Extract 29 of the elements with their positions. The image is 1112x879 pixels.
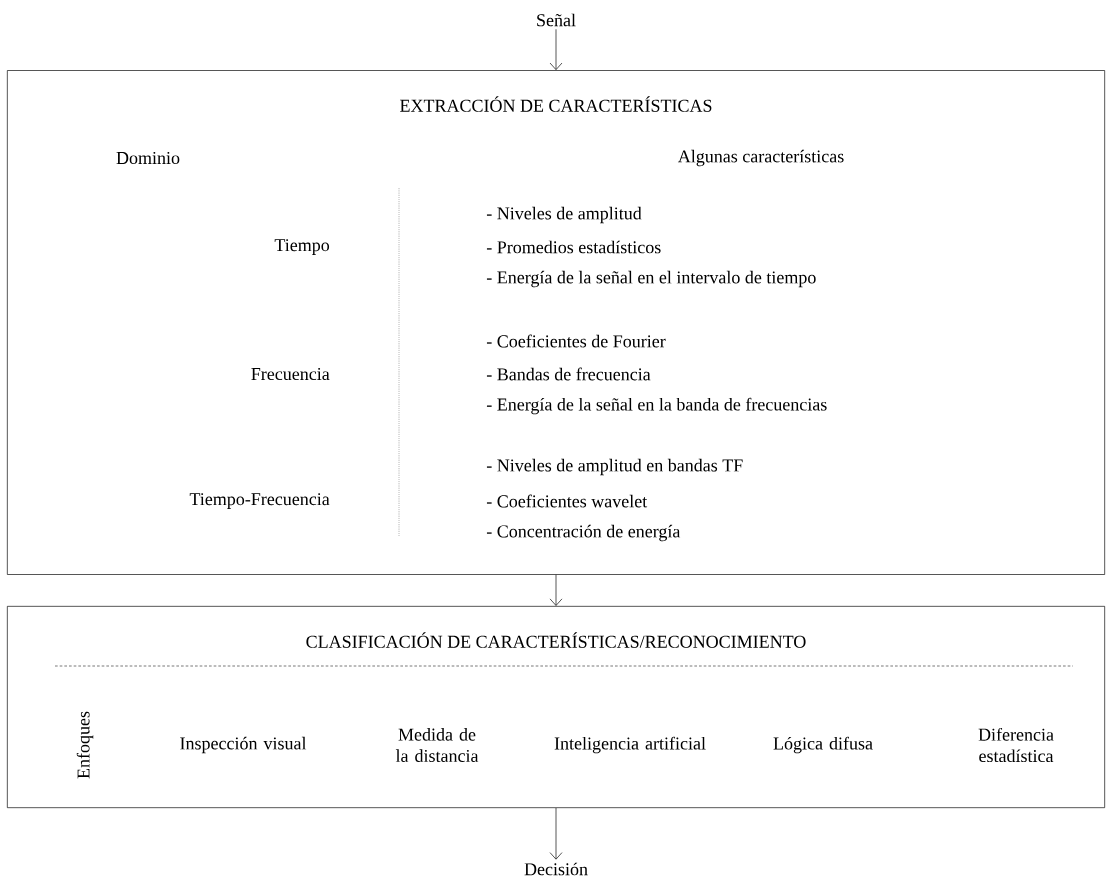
feature-item: - Bandas de frecuencia <box>486 367 651 381</box>
feature-item: - Concentración de energía <box>486 524 681 542</box>
box-heading: CLASIFICACIÓN DE CARACTERÍSTICAS/RECONOCIMIENTO <box>306 632 806 648</box>
domain-label: Tiempo <box>274 239 330 255</box>
feature-item: - Coeficientes wavelet <box>486 494 648 508</box>
signal-label: Señal <box>537 13 576 27</box>
arrow <box>549 574 563 606</box>
feature-item: - Promedios estadísticos <box>486 240 661 254</box>
approach-label: Medida de la distancia <box>395 728 479 762</box>
feature-item: - Coeficientes de Fourier <box>486 334 666 348</box>
column-heading: Algunas características <box>677 149 844 167</box>
arrow <box>549 807 563 860</box>
rotated-label: Enfoques <box>76 711 94 779</box>
domain-label: Frecuencia <box>251 367 330 381</box>
approach-label: Lógica difusa <box>773 736 873 754</box>
feature-item: - Niveles de amplitud en bandas TF <box>486 458 743 476</box>
feature-item: - Niveles de amplitud <box>486 206 642 224</box>
process-box <box>7 70 1105 575</box>
process-box <box>7 606 1105 808</box>
domain-label: Tiempo-Frecuencia <box>189 493 330 509</box>
approach-label: Inspección visual <box>180 736 307 754</box>
box-heading: EXTRACCIÓN DE CARACTERÍSTICAS <box>400 96 712 112</box>
arrow <box>549 28 563 70</box>
approach-label: Diferencia estadística <box>978 727 1054 763</box>
column-heading: Dominio <box>116 151 180 165</box>
feature-item: - Energía de la señal en la banda de frecuencias <box>486 397 827 415</box>
signal-label: Decisión <box>524 862 588 876</box>
feature-item: - Energía de la señal en el intervalo de tiempo <box>486 270 816 288</box>
approach-label: Inteligencia artificial <box>554 736 706 754</box>
